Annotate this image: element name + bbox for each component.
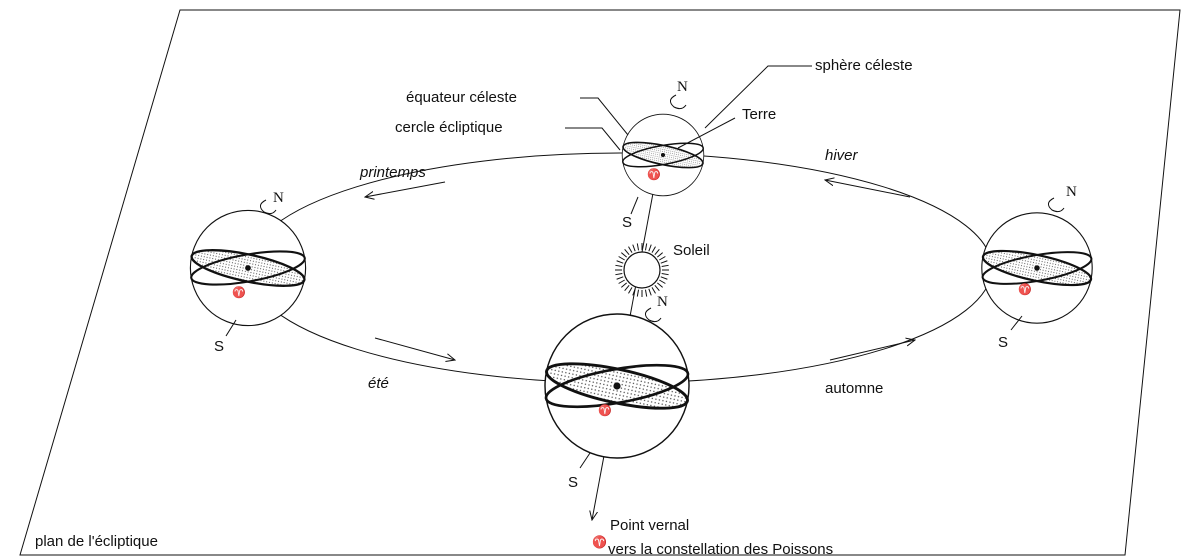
sun-ray bbox=[618, 279, 625, 284]
aries-symbol-left: ♈ bbox=[232, 286, 246, 299]
sun-ray bbox=[660, 276, 668, 280]
earth-top bbox=[620, 113, 706, 197]
pole-south-bottom: S bbox=[568, 474, 578, 491]
pole-north-bottom: N bbox=[657, 294, 668, 310]
sun-ray bbox=[616, 276, 624, 280]
arrow-summer bbox=[374, 337, 455, 360]
arrow-winter bbox=[825, 180, 911, 198]
earth-bottom bbox=[541, 312, 693, 460]
label-celestial-equator: équateur céleste bbox=[406, 89, 517, 106]
rotation-arrow-right bbox=[1048, 197, 1065, 213]
label-spring: printemps bbox=[359, 164, 426, 181]
sun-ray bbox=[651, 287, 656, 294]
aries-symbol-right: ♈ bbox=[1018, 283, 1032, 296]
label-celestial-sphere: sphère céleste bbox=[815, 57, 913, 74]
sun-ray bbox=[628, 287, 633, 294]
sun-ray bbox=[632, 244, 636, 252]
sun-ray bbox=[636, 289, 640, 297]
sun-ray bbox=[620, 252, 628, 258]
sun-ray bbox=[632, 288, 636, 296]
sun-ray bbox=[616, 260, 624, 264]
pole-north-right: N bbox=[1066, 184, 1077, 200]
sun-ray bbox=[659, 256, 666, 261]
sun-ray bbox=[620, 282, 628, 288]
sun-ray bbox=[656, 252, 664, 258]
pole-north-left: N bbox=[273, 190, 284, 206]
pole-south-right: S bbox=[998, 334, 1008, 351]
aries-symbol-top: ♈ bbox=[647, 168, 661, 181]
label-ecliptic-circle: cercle écliptique bbox=[395, 119, 503, 136]
sun-ray bbox=[624, 284, 630, 292]
sun-ray bbox=[648, 288, 652, 296]
label-ecliptic-plane: plan de l'écliptique bbox=[35, 533, 158, 550]
label-vernal-direction: vers la constellation des Poissons bbox=[608, 541, 833, 558]
aries-symbol-vernal: ♈ bbox=[592, 535, 607, 549]
label-vernal-point: Point vernal bbox=[610, 517, 689, 534]
sun-ray bbox=[659, 279, 666, 284]
sun-ray bbox=[628, 246, 633, 253]
sun-ray bbox=[644, 243, 648, 251]
label-winter: hiver bbox=[825, 147, 859, 164]
sun-ray bbox=[654, 284, 660, 292]
rotation-arrow-left bbox=[260, 199, 277, 215]
sun-icon bbox=[615, 243, 669, 297]
sun-ray bbox=[660, 260, 668, 264]
sun-ray bbox=[654, 248, 660, 256]
ecliptic-plane bbox=[19, 9, 1181, 556]
label-sun: Soleil bbox=[673, 242, 710, 259]
aries-symbol-bottom: ♈ bbox=[598, 404, 612, 417]
rotation-arrow-top bbox=[670, 94, 687, 110]
sun-ray bbox=[615, 264, 623, 268]
leader-ecliptic bbox=[565, 127, 621, 151]
pole-north-top: N bbox=[677, 79, 688, 95]
sun-ray bbox=[661, 264, 669, 268]
leader-sphere bbox=[704, 65, 812, 129]
earth-left bbox=[187, 209, 309, 327]
leader-earth bbox=[677, 117, 736, 149]
sun-ray bbox=[615, 272, 623, 276]
sun-ray bbox=[624, 248, 630, 256]
sun-ray bbox=[644, 289, 648, 297]
arrow-autumn bbox=[829, 340, 915, 361]
rotation-arrow-bottom bbox=[645, 307, 662, 323]
pole-south-left: S bbox=[214, 338, 224, 355]
sun-ray bbox=[648, 244, 652, 252]
leader-equator bbox=[580, 97, 629, 136]
earth-right bbox=[979, 211, 1095, 325]
sun-ray bbox=[618, 256, 625, 261]
sun-ray bbox=[636, 243, 640, 251]
sun-ray bbox=[656, 282, 664, 288]
label-summer: été bbox=[368, 375, 389, 392]
label-autumn: automne bbox=[825, 380, 883, 397]
arrow-spring bbox=[365, 181, 446, 197]
sun-ray bbox=[661, 272, 669, 276]
sun-ray bbox=[651, 246, 656, 253]
pole-south-top: S bbox=[622, 214, 632, 231]
label-earth: Terre bbox=[742, 106, 776, 123]
